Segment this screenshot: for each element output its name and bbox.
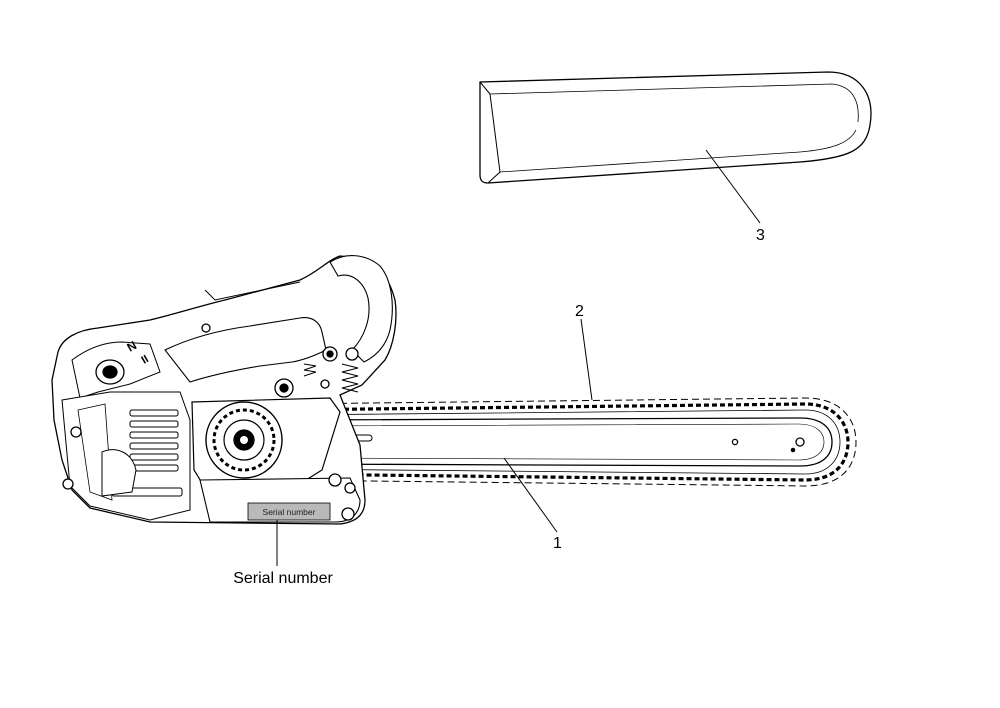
callout-3: 3 bbox=[756, 227, 765, 244]
callout-2: 2 bbox=[575, 303, 584, 320]
callout-1: 1 bbox=[553, 535, 562, 552]
powerhead: N II bbox=[51, 255, 397, 525]
serial-number-callout: Serial number bbox=[233, 570, 333, 587]
bar-cover bbox=[479, 71, 872, 184]
bar-leader bbox=[503, 457, 558, 533]
saw-chain bbox=[279, 397, 857, 487]
chain-leader bbox=[580, 318, 593, 401]
svg-text:II: II bbox=[140, 353, 151, 366]
serial-plate-text: Serial number bbox=[263, 507, 316, 517]
serial-number-plate: Serial number bbox=[247, 502, 331, 521]
cover-leader bbox=[705, 149, 761, 224]
